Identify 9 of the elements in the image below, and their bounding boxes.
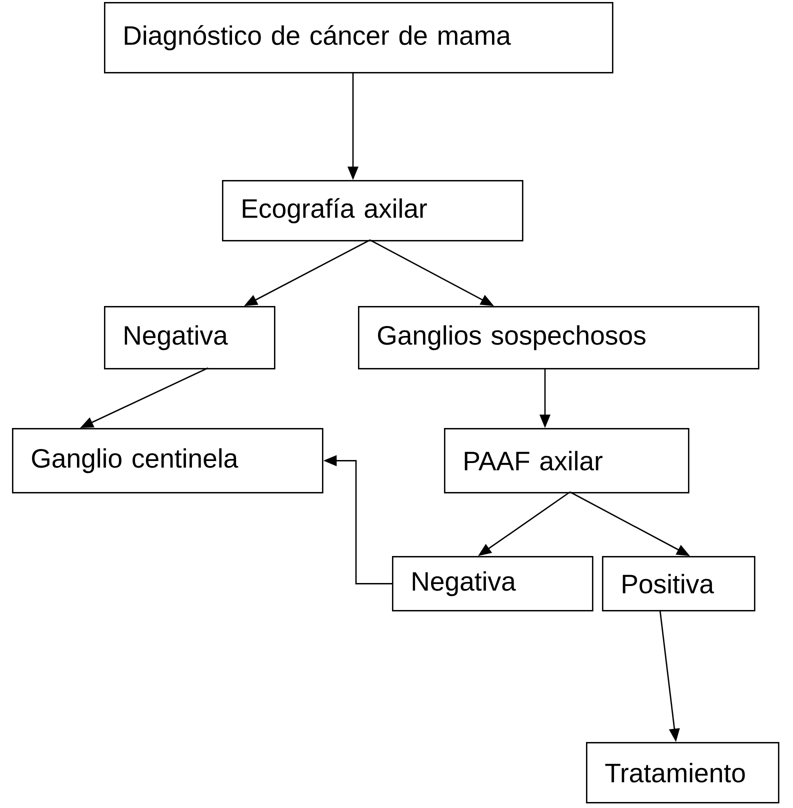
process-box: Tratamiento	[586, 742, 780, 804]
process-box: Diagnóstico de cáncer de mama	[104, 2, 614, 74]
process-box: Negativa	[104, 306, 276, 370]
process-box: PAAF axilar	[444, 428, 690, 494]
process-box: Ganglio centinela	[12, 428, 324, 494]
process-box: Negativa	[392, 556, 594, 612]
process-box: Positiva	[602, 556, 756, 612]
process-box: Ganglios sospechosos	[358, 306, 760, 370]
process-box: Ecografía axilar	[222, 180, 524, 242]
